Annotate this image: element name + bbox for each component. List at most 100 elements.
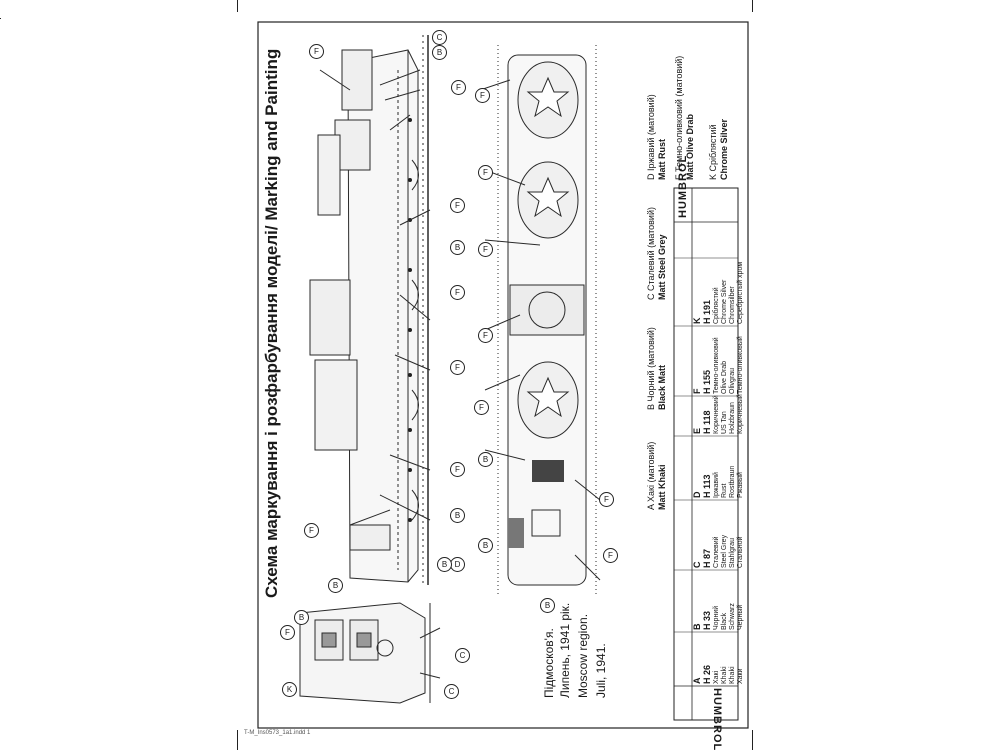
- paint-name: Хаки: [737, 668, 744, 684]
- legend-letter: C: [646, 293, 656, 301]
- paint-name: Сталевий: [713, 536, 720, 568]
- callout-F: F: [478, 328, 493, 343]
- callout-F: F: [475, 88, 490, 103]
- callout-B: B: [478, 538, 493, 553]
- callout-B: B: [478, 452, 493, 467]
- paint-name: Rostbraun: [729, 465, 736, 498]
- armored-train-front-view: [299, 602, 441, 704]
- callout-F: F: [450, 360, 465, 375]
- legend-text-en: Chrome Silver: [719, 118, 729, 180]
- legend-text-en: Matt Rust: [657, 139, 667, 180]
- paint-name: Сріблястий: [713, 287, 720, 324]
- paint-row-C: C H 87 Сталевий Steel Grey Stahlgrau Ста…: [692, 534, 745, 569]
- paint-letter: K: [692, 317, 702, 325]
- callout-K: K: [282, 682, 297, 697]
- legend-text: Іржавий (матовий): [646, 94, 656, 171]
- legend-A: A Хакі (матовий)Matt Khaki: [646, 442, 668, 510]
- paint-name: Khaki: [721, 666, 728, 684]
- page-title: Схема маркування і розфарбування моделі/…: [262, 48, 281, 598]
- callout-F: F: [450, 198, 465, 213]
- paint-name: Holzbraun: [729, 402, 736, 434]
- legend-C: C Сталевий (матовий)Matt Steel Grey: [646, 207, 668, 300]
- paint-name: Серебристый хром: [737, 261, 744, 324]
- file-footer: T-M_Ins0573_1a1.indd 1: [244, 730, 311, 736]
- legend-letter: B: [646, 403, 656, 410]
- paint-name: Стальной: [737, 536, 744, 568]
- armored-train-side-view: [309, 35, 431, 585]
- paint-name: Темно-оливковий: [713, 337, 720, 394]
- paint-name: Темно-оливковый: [737, 336, 744, 394]
- paint-row-F: F H 155 Темно-оливковий Olive Drab Olivg…: [692, 336, 745, 395]
- paint-name: Rust: [721, 483, 728, 498]
- crop-mark: [237, 0, 238, 12]
- paint-name: Чорний: [713, 605, 720, 630]
- callout-F: F: [451, 80, 466, 95]
- paint-code: H 87: [702, 548, 712, 568]
- paint-name: Ржавый: [737, 472, 744, 498]
- legend-text-en: Matt Steel Grey: [657, 234, 667, 300]
- paint-letter: F: [692, 388, 702, 395]
- brand-bottom: HUMBROL: [711, 688, 723, 751]
- legend-D: D Іржавий (матовий)Matt Rust: [646, 94, 668, 180]
- callout-F: F: [309, 44, 324, 59]
- paint-letter: E: [692, 427, 702, 434]
- legend-text-en: Black Matt: [657, 364, 667, 410]
- legend-letter: A: [646, 504, 656, 510]
- legend-B: B Чорний (матовий)Black Matt: [646, 327, 668, 410]
- callout-F: F: [599, 492, 614, 507]
- paint-code: H 26: [702, 664, 712, 684]
- callout-F: F: [450, 285, 465, 300]
- region-text-2: Липень, 1941 рік.: [558, 602, 572, 698]
- armored-train-top-view: [480, 45, 601, 595]
- crop-mark: [752, 0, 753, 12]
- region-text-3: Moscow region.: [576, 613, 590, 698]
- paint-letter: A: [692, 677, 702, 685]
- callout-B: B: [328, 578, 343, 593]
- callout-B: B: [294, 610, 309, 625]
- paint-code: H 33: [702, 610, 712, 630]
- callout-F: F: [304, 523, 319, 538]
- callout-F: F: [478, 242, 493, 257]
- legend-text-en: Matt Khaki: [657, 464, 667, 510]
- paint-name: US Tan: [721, 411, 728, 434]
- paint-name: Olivgrau: [729, 367, 736, 394]
- callout-F: F: [474, 400, 489, 415]
- paint-code: H 113: [702, 474, 712, 498]
- callout-C: C: [444, 684, 459, 699]
- paint-row-A: A H 26 Хакі Khaki Khaki Хаки: [692, 664, 745, 685]
- paint-code: H 118: [702, 410, 712, 434]
- crop-mark: [237, 730, 238, 750]
- paint-letter: C: [692, 561, 702, 569]
- callout-B: B: [437, 557, 452, 572]
- paint-row-B: B H 33 Чорний Black Schwarz Черный: [692, 603, 745, 631]
- paint-name: Stahlgrau: [729, 538, 736, 568]
- callout-C: C: [432, 30, 447, 45]
- callout-D: D: [450, 557, 465, 572]
- paint-name: Chromsilber: [729, 286, 736, 324]
- callout-F: F: [450, 462, 465, 477]
- callout-B: B: [450, 240, 465, 255]
- brand-top: HUMBROL: [677, 154, 689, 218]
- paint-name: Хакі: [713, 670, 720, 684]
- paint-row-K: K H 191 Сріблястий Chrome Silver Chromsi…: [692, 261, 745, 325]
- paint-name: Черный: [737, 604, 744, 630]
- paint-code: H 191: [702, 299, 712, 324]
- paint-letter: B: [692, 623, 702, 631]
- legend-letter: K: [708, 173, 718, 180]
- callout-B: B: [450, 508, 465, 523]
- legend-text: Чорний (матовий): [646, 327, 656, 402]
- paint-letter: D: [692, 491, 702, 499]
- callout-B: B: [540, 598, 555, 613]
- legend-text: Сталевий (матовий): [646, 207, 656, 291]
- callout-F: F: [478, 165, 493, 180]
- region-text-4: Juli, 1941.: [594, 643, 608, 698]
- paint-row-D: D H 113 Іржавий Rust Rostbraun Ржавый: [692, 465, 745, 499]
- crop-mark: [752, 730, 753, 750]
- legend-text: Сріблястий: [708, 124, 718, 172]
- paint-row-E: E H 118 Коричневий US Tan Holzbraun Кори…: [692, 394, 745, 434]
- paint-name: Steel Grey: [721, 534, 728, 568]
- paint-name: Khaki: [729, 666, 736, 684]
- crop-mark: [0, 18, 1, 19]
